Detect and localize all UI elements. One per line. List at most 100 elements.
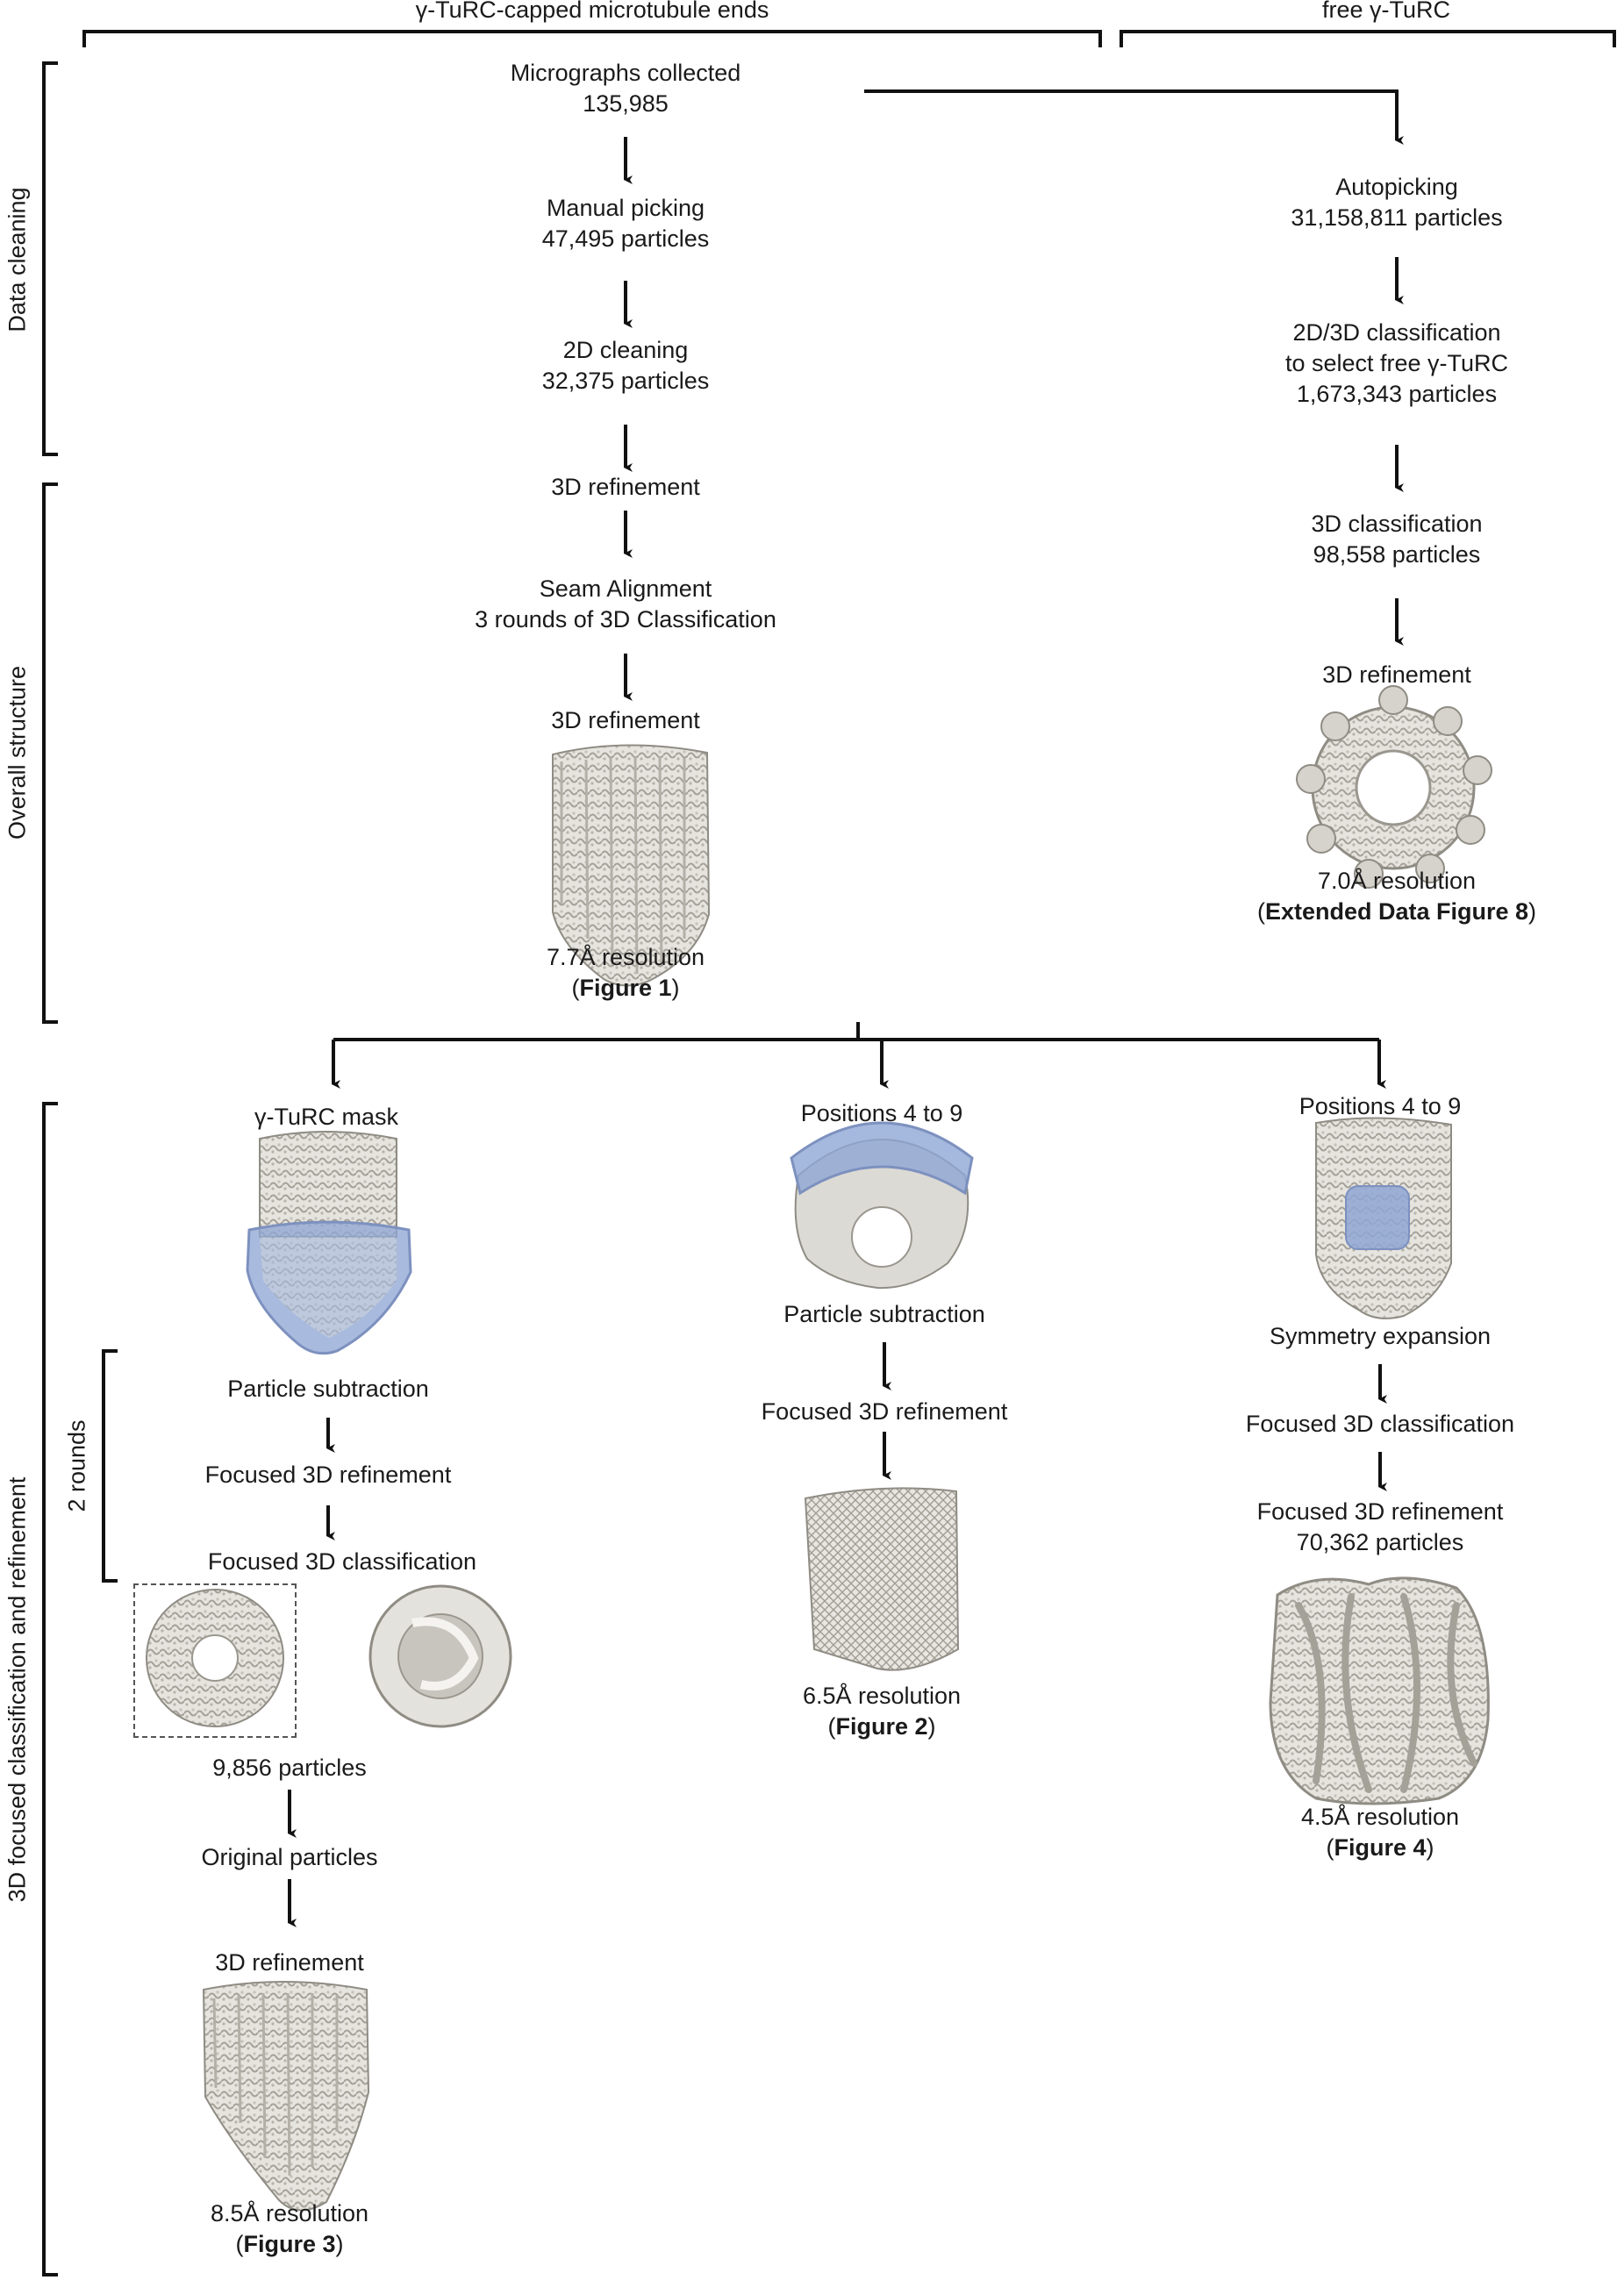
section-label-overall-structure: Overall structure [4, 665, 31, 840]
step-2d3d-detail: to select free γ-TuRC [1284, 350, 1509, 376]
result-figure-1: 7.7Å resolution (Figure 1) [547, 942, 705, 1004]
density-map-positions-tube [1315, 1117, 1452, 1319]
step-3d-refinement-free: 3D refinement [1322, 660, 1471, 690]
branch-a-mask: γ-TuRC mask [254, 1102, 398, 1133]
step-manual-title: Manual picking [546, 195, 705, 221]
result-ext-figure-8-ref: (Extended Data Figure 8) [1256, 898, 1537, 925]
step-2d-cleaning-count: 32,375 particles [541, 368, 710, 394]
step-3d-refinement-free-title: 3D refinement [1322, 661, 1471, 688]
section-bracket-overall [42, 482, 58, 1024]
branch-a-focused-classification-title: Focused 3D classification [207, 1548, 477, 1575]
branch-a-focused-refinement-title: Focused 3D refinement [204, 1462, 452, 1488]
result-figure-3-resolution: 8.5Å resolution [210, 2200, 369, 2226]
step-3d-refinement-1-title: 3D refinement [551, 474, 700, 500]
branch-c-positions: Positions 4 to 9 [1299, 1091, 1462, 1122]
density-map-class-other [368, 1584, 512, 1728]
result-ext-figure-8: 7.0Å resolution (Extended Data Figure 8) [1257, 866, 1536, 927]
density-map-turc-mask [246, 1131, 412, 1355]
step-2d3d-count: 1,673,343 particles [1296, 381, 1498, 407]
result-figure-1-ref: (Figure 1) [571, 975, 680, 1001]
step-seam-title: Seam Alignment [539, 575, 712, 602]
result-figure-2: 6.5Å resolution (Figure 2) [803, 1681, 961, 1742]
step-2d3d-title: 2D/3D classification [1292, 319, 1501, 346]
result-figure-4: 4.5Å resolution (Figure 4) [1301, 1802, 1459, 1863]
connector-to-autopicking [864, 89, 1404, 145]
result-figure-2-resolution: 6.5Å resolution [802, 1683, 962, 1709]
step-seam-detail: 3 rounds of 3D Classification [475, 606, 776, 633]
branch-b-focused-refinement-title: Focused 3D refinement [761, 1398, 1008, 1425]
step-manual-picking: Manual picking 47,495 particles [542, 193, 710, 254]
result-figure-4-resolution: 4.5Å resolution [1300, 1804, 1460, 1830]
result-figure-4-ref: (Figure 4) [1326, 1834, 1434, 1861]
step-autopicking-title: Autopicking [1335, 174, 1458, 200]
header-bracket-free [1120, 30, 1616, 47]
step-seam-alignment: Seam Alignment 3 rounds of 3D Classifica… [475, 574, 776, 635]
branch-b-subtraction: Particle subtraction [783, 1299, 985, 1330]
section-label-data-cleaning: Data cleaning [4, 187, 31, 332]
density-map-free-ring [1296, 685, 1492, 889]
result-ext-figure-8-resolution: 7.0Å resolution [1317, 868, 1477, 894]
branch-b-focused-refinement: Focused 3D refinement [762, 1397, 1008, 1427]
header-bracket-capped [82, 30, 1102, 47]
step-2d-cleaning: 2D cleaning 32,375 particles [542, 335, 710, 397]
branch-a-3d-refinement: 3D refinement [215, 1948, 364, 1978]
branch-b-subtraction-title: Particle subtraction [783, 1301, 985, 1327]
branch-a-subtraction: Particle subtraction [227, 1374, 429, 1404]
branch-a-count: 9,856 particles [212, 1753, 367, 1783]
branch-a-original-title: Original particles [201, 1844, 378, 1870]
branch-c-symmetry: Symmetry expansion [1270, 1321, 1491, 1352]
branch-c-positions-title: Positions 4 to 9 [1298, 1093, 1462, 1119]
result-figure-3-ref: (Figure 3) [235, 2231, 344, 2257]
branch-a-original-particles: Original particles [201, 1842, 377, 1873]
step-micrographs-count: 135,985 [583, 90, 669, 117]
selected-class-box [133, 1583, 297, 1738]
step-2d3d-classification: 2D/3D classification to select free γ-Tu… [1285, 318, 1508, 410]
header-capped: γ-TuRC-capped microtubule ends [415, 0, 769, 23]
result-figure-3: 8.5Å resolution (Figure 3) [211, 2198, 368, 2260]
branch-c-symmetry-title: Symmetry expansion [1269, 1323, 1492, 1349]
branch-c-focused-refinement: Focused 3D refinement 70,362 particles [1257, 1497, 1504, 1558]
label-two-rounds: 2 rounds [63, 1419, 90, 1512]
step-manual-count: 47,495 particles [541, 225, 710, 252]
density-map-figure4 [1269, 1576, 1490, 1805]
density-map-figure3 [202, 1981, 370, 2212]
branch-a-3d-refinement-title: 3D refinement [215, 1949, 364, 1976]
header-free: free γ-TuRC [1321, 0, 1451, 23]
step-3d-refinement-2: 3D refinement [551, 705, 700, 736]
bracket-two-rounds [102, 1349, 118, 1583]
branch-b-positions: Positions 4 to 9 [801, 1098, 963, 1129]
result-figure-1-resolution: 7.7Å resolution [546, 944, 705, 970]
density-map-figure2 [804, 1487, 960, 1671]
step-2d-cleaning-title: 2D cleaning [562, 337, 689, 363]
step-micrographs-title: Micrographs collected [510, 60, 741, 86]
flow-arrows [288, 137, 1404, 1927]
step-3d-refinement-1: 3D refinement [551, 472, 700, 503]
step-3d-refinement-2-title: 3D refinement [551, 707, 700, 733]
density-map-capped-mt [552, 744, 711, 987]
branch-a-focused-classification: Focused 3D classification [208, 1547, 476, 1577]
step-3d-classification-title: 3D classification [1311, 511, 1483, 537]
step-autopicking-count: 31,158,811 particles [1291, 204, 1503, 231]
branch-c-count: 70,362 particles [1296, 1529, 1464, 1555]
branch-a-subtraction-title: Particle subtraction [227, 1376, 429, 1402]
branch-c-focused-classification-title: Focused 3D classification [1245, 1411, 1515, 1437]
branch-a-mask-title: γ-TuRC mask [254, 1104, 399, 1130]
branch-a-focused-refinement: Focused 3D refinement [205, 1460, 452, 1490]
branch-b-positions-title: Positions 4 to 9 [800, 1100, 963, 1126]
step-3d-classification-count: 98,558 particles [1313, 541, 1481, 568]
section-bracket-focused [42, 1102, 58, 2276]
section-bracket-data-cleaning [42, 61, 58, 456]
result-figure-2-ref: (Figure 2) [827, 1713, 936, 1740]
branch-c-focused-classification: Focused 3D classification [1246, 1409, 1514, 1440]
step-micrographs: Micrographs collected 135,985 [511, 58, 741, 119]
step-3d-classification: 3D classification 98,558 particles [1311, 509, 1482, 570]
branch-a-count-value: 9,856 particles [212, 1755, 367, 1781]
branch-splitter [332, 1022, 1386, 1089]
branch-c-focused-refinement-title: Focused 3D refinement [1256, 1498, 1504, 1525]
density-map-positions-ring [790, 1121, 974, 1290]
step-autopicking: Autopicking 31,158,811 particles [1291, 172, 1502, 233]
section-label-focused: 3D focused classification and refinement [4, 1476, 31, 1903]
density-map-class-selected [146, 1589, 284, 1727]
